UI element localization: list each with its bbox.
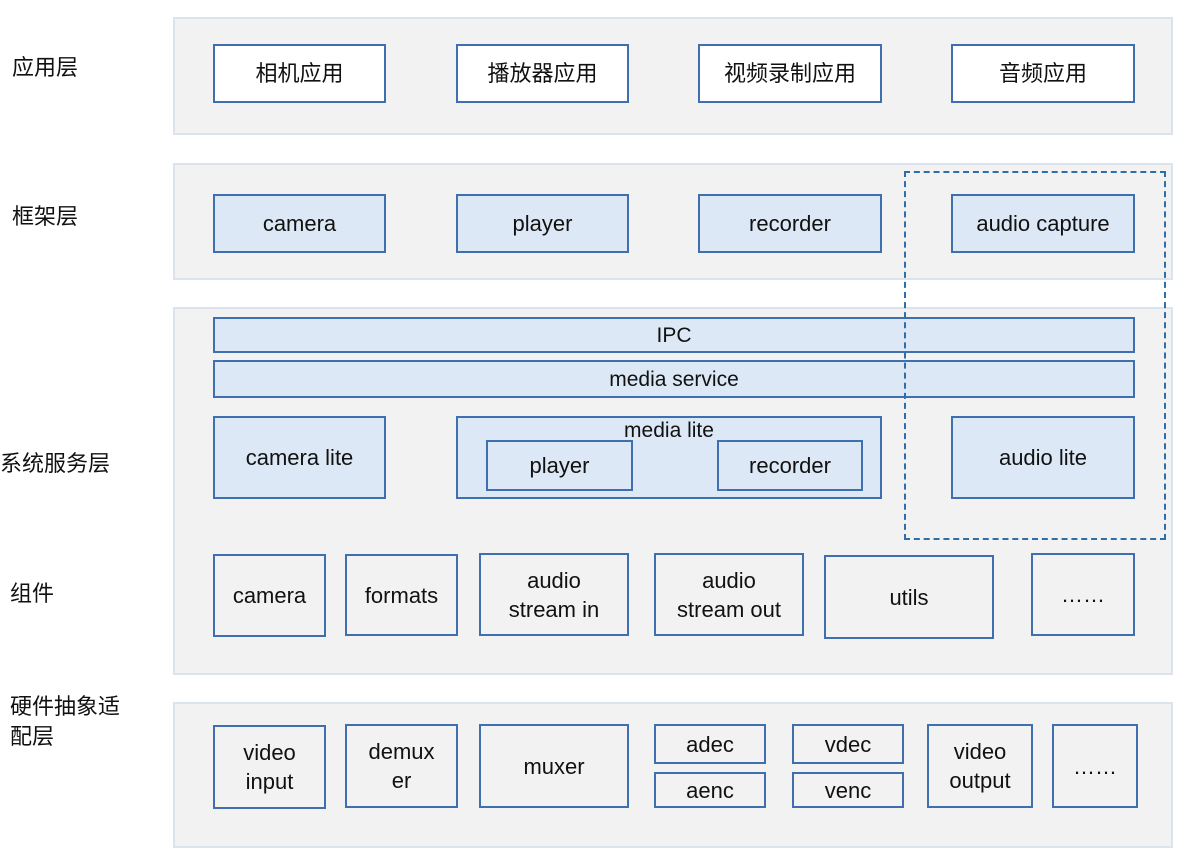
audio-stream-in-line2: stream in <box>508 596 600 622</box>
audio-stream-in-line1: audio <box>527 567 581 593</box>
aenc-box: aenc <box>654 772 766 808</box>
media-lite-player-box: player <box>486 440 633 491</box>
audio-stream-out-line1: audio <box>702 567 756 593</box>
media-lite-recorder-box: recorder <box>717 440 863 491</box>
camera-framework-box: camera <box>213 194 386 253</box>
video-output-line2: output <box>949 768 1011 793</box>
player-framework-box: player <box>456 194 629 253</box>
audio-stream-out-box: audio stream out <box>654 553 804 636</box>
more-components-box: …… <box>1031 553 1135 636</box>
utils-component-box: utils <box>824 555 994 639</box>
adec-box: adec <box>654 724 766 764</box>
camera-component-box: camera <box>213 554 326 637</box>
ipc-bar: IPC <box>213 317 1135 353</box>
video-output-line1: video <box>953 739 1007 764</box>
video-input-box: video input <box>213 725 326 809</box>
media-service-bar: media service <box>213 360 1135 398</box>
demuxer-line2: er <box>391 768 412 793</box>
hal-layer-label: 硬件抽象适 配层 <box>10 692 120 752</box>
more-hal-box: …… <box>1052 724 1138 808</box>
camera-app-box: 相机应用 <box>213 44 386 103</box>
app-layer-label: 应用层 <box>12 55 79 80</box>
video-input-line1: video <box>243 740 296 765</box>
player-app-box: 播放器应用 <box>456 44 629 103</box>
audio-app-box: 音频应用 <box>951 44 1135 103</box>
hal-layer-label-line1: 硬件抽象适 <box>10 694 121 719</box>
hal-layer-label-line2: 配层 <box>10 724 55 749</box>
camera-lite-box: camera lite <box>213 416 386 499</box>
framework-layer-label: 框架层 <box>12 204 79 229</box>
service-layer-label: 系统服务层 <box>0 451 111 476</box>
audio-path-dashed-outline <box>904 171 1166 540</box>
venc-box: venc <box>792 772 904 808</box>
media-lite-label: media lite <box>624 419 714 442</box>
audio-stream-out-line2: stream out <box>677 596 781 622</box>
recorder-framework-box: recorder <box>698 194 882 253</box>
audio-stream-in-box: audio stream in <box>479 553 629 636</box>
muxer-box: muxer <box>479 724 629 808</box>
formats-component-box: formats <box>345 554 458 636</box>
video-record-app-box: 视频录制应用 <box>698 44 882 103</box>
demuxer-box: demux er <box>345 724 458 808</box>
vdec-box: vdec <box>792 724 904 764</box>
component-layer-label: 组件 <box>10 581 55 606</box>
audio-capture-box: audio capture <box>951 194 1135 253</box>
video-input-line2: input <box>245 769 294 794</box>
video-output-box: video output <box>927 724 1033 808</box>
audio-lite-box: audio lite <box>951 416 1135 499</box>
demuxer-line1: demux <box>368 739 435 764</box>
